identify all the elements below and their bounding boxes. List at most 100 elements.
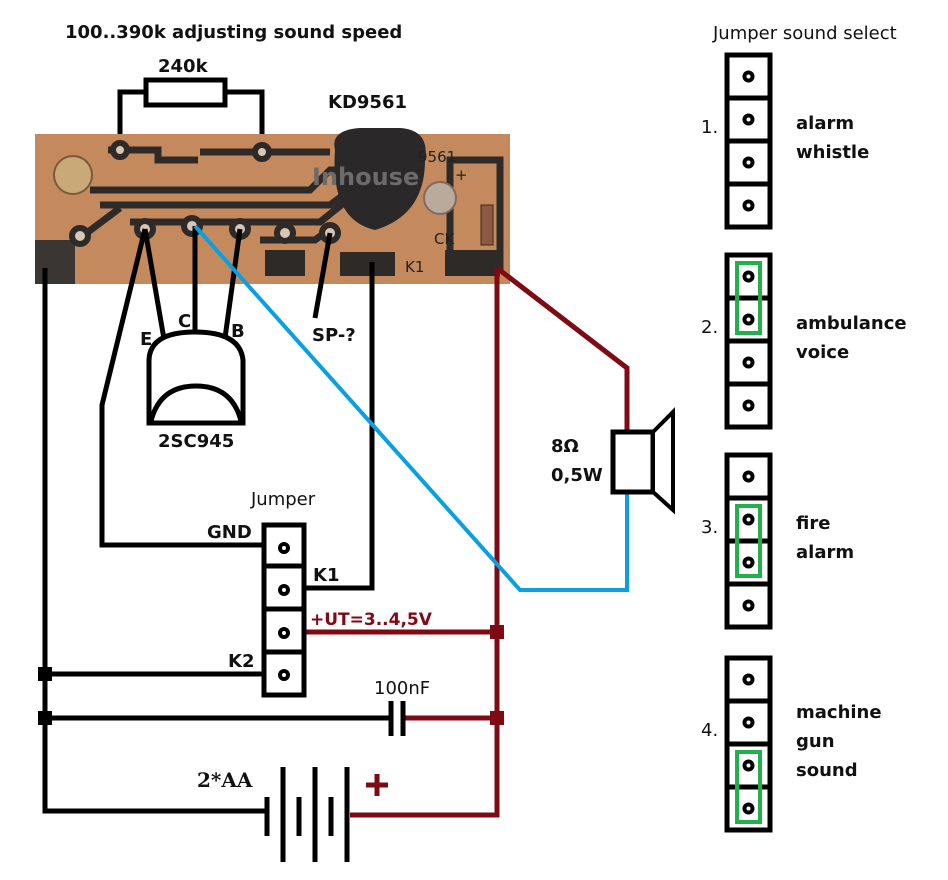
junction-cap-vcc [490,711,504,725]
transistor-2sc945: E C B 2SC945 [99,226,265,548]
transistor-flat [148,383,244,422]
watermark: Inhouse [312,163,419,191]
option-label-line: voice [796,342,849,363]
header-pin [742,759,755,772]
capacitor-100nf: 100nF [374,678,430,736]
header-pin [742,313,755,326]
silk-plus: + [455,166,468,184]
header-pin [742,399,755,412]
jumper-pin-ut [278,627,290,639]
option-label-line: whistle [796,142,869,163]
option-label-line: alarm [796,542,854,563]
pin-e-label: E [140,329,152,350]
option-number: 4. [701,720,718,741]
resistor-body [143,77,228,108]
jumper-cap[interactable] [735,750,762,824]
silk-ck: CK [434,230,455,248]
speaker-impedance: 8Ω [551,436,579,457]
header-pin [742,113,755,126]
pcb-ground-pad [35,240,75,284]
battery-label: 2*AA [197,768,253,792]
speaker-power: 0,5W [551,465,603,486]
transistor-body [146,329,246,426]
option-label-line: gun [796,731,835,752]
header-pin [742,556,755,569]
sound-option-1: 1. alarm whistle [701,52,869,230]
resistor-lead-right [225,89,265,152]
sound-option-3: 3. fire alarm [701,452,854,630]
pcb-via [423,181,457,215]
header-pin [742,802,755,815]
option-label-line: ambulance [796,313,907,334]
pcb-mount-hole [53,155,93,195]
sound-option-4: 4. machine gun sound [701,655,882,833]
red-wires [303,266,630,818]
jumper-pin-label-k2: K2 [228,651,254,672]
jumper-pin-label-gnd: GND [207,522,252,543]
jumper-pin-k1 [278,584,290,596]
header-pin [742,356,755,369]
pcb-module: Inhouse 9561 + CK K1 [35,128,510,284]
header-pin [742,716,755,729]
resistor-label: 240k [158,56,209,77]
jumper-pin-gnd [278,542,290,554]
header-pin [742,156,755,169]
jumper-cap[interactable] [735,261,762,335]
chip-blob [334,128,426,230]
header-pin [742,199,755,212]
wire-speaker-plus [495,266,630,432]
resistor-240k: 240k [117,56,265,152]
speaker-box [610,429,656,495]
option-number: 3. [701,517,718,538]
header-pin [742,470,755,483]
capacitor-label: 100nF [374,678,430,699]
header-pin [742,513,755,526]
silk-k1: K1 [405,258,424,276]
silk-chip: 9561 [418,148,456,166]
header-pin [742,70,755,83]
junction-cap-gnd [38,711,52,725]
transistor-part-label: 2SC945 [158,431,234,452]
option-label-line: machine [796,702,882,723]
junction-ut [490,625,504,639]
junction-k2 [38,667,52,681]
header-pin [742,673,755,686]
wire-gnd-rail [42,268,265,814]
black-wires [42,262,390,814]
battery-2aa [264,767,352,862]
speaker: 8Ω 0,5W [551,407,675,515]
option-number: 2. [701,317,718,338]
wire-sp [312,232,333,319]
title-text: 100..390k adjusting sound speed [65,22,402,43]
jumper-title: Jumper [250,489,316,510]
sound-select-options: 1. alarm whistle 2. ambulance voice 3. fire alar… [701,52,907,833]
speaker-cone [651,407,675,515]
option-number: 1. [701,117,718,138]
wire-vcc-rail [350,268,500,818]
jumper-header: Jumper GND K1 +UT=3..4,5V K2 [207,489,433,698]
pcb-ck-pad [480,204,494,246]
module-name: KD9561 [328,92,407,113]
sp-label: SP-? [312,325,356,346]
wire-k1 [303,262,375,591]
sound-select-title: Jumper sound select [712,23,897,44]
wire-speaker-minus [193,224,629,592]
pin-b-label: B [231,321,245,342]
sound-option-2: 2. ambulance voice [701,252,907,430]
transistor-lead-e [142,228,167,340]
transistor-lead-b [222,228,243,339]
jumper-pin-k2 [278,669,290,681]
resistor-lead-left [117,89,146,152]
pin-c-label: C [178,311,191,332]
jumper-pin-label-ut: +UT=3..4,5V [310,610,433,630]
pcb-pads [69,140,341,247]
jumper-cap[interactable] [735,504,762,578]
option-label-line: fire [796,513,830,534]
jumper-pin-label-k1: K1 [313,565,339,586]
wire-emitter-gnd [99,228,265,548]
header-pin [742,270,755,283]
option-label-line: alarm [796,113,854,134]
option-label-line: sound [796,760,858,781]
header-pin [742,599,755,612]
